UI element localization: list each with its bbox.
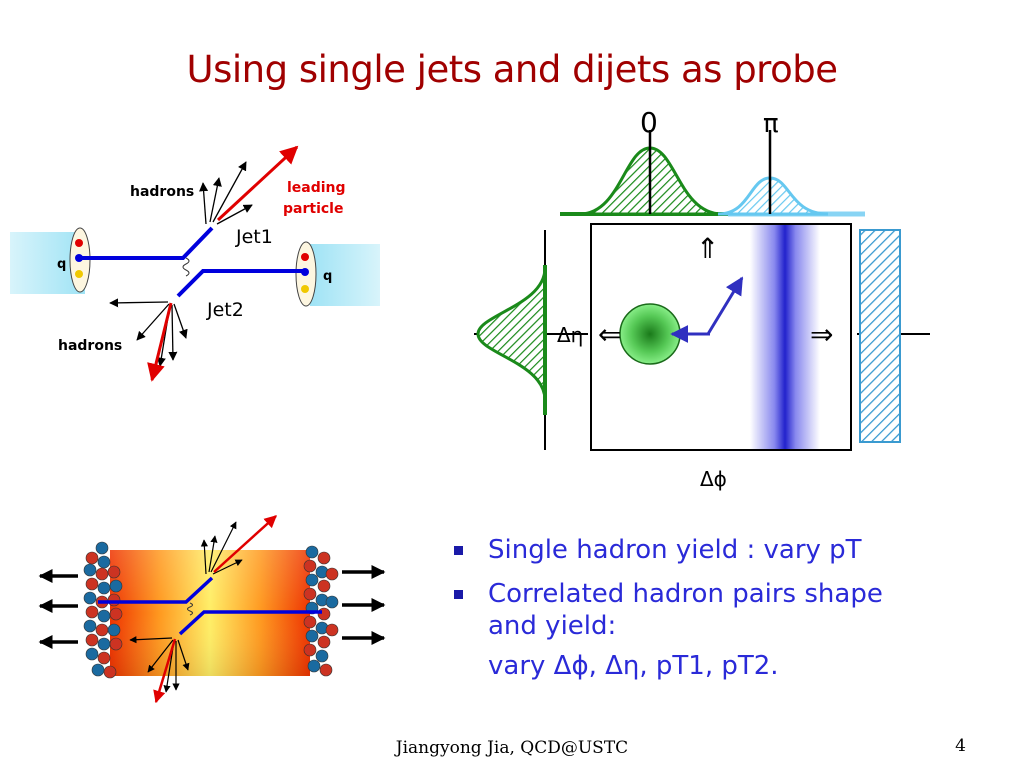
bullet-item-2: Correlated hadron pairs shape and yield: xyxy=(450,578,970,642)
away-projection xyxy=(859,229,901,443)
slide-title: Using single jets and dijets as probe xyxy=(186,48,838,91)
bullet-item-2-line3: vary Δϕ, Δη, pT1, pT2. xyxy=(488,651,779,681)
label-zero: 0 xyxy=(640,106,658,139)
nucleus-left xyxy=(83,541,123,679)
up-arrow-label: ⇑ xyxy=(696,232,719,265)
label-pi: π xyxy=(763,109,779,139)
dijet-diagram: q q hadrons leading particle Jet1 Jet2 h… xyxy=(10,145,380,382)
medium-diagram xyxy=(38,515,386,704)
q-left-label: q xyxy=(57,257,66,272)
square-bullet-icon xyxy=(454,590,463,599)
gluon-squiggle xyxy=(182,257,190,277)
footer-author: Jiangyong Jia, QCD@USTC xyxy=(395,738,629,758)
left-arrow-label: ⇐ xyxy=(598,318,621,351)
right-arrow-label: ⇒ xyxy=(810,318,833,351)
medium-jet1-line xyxy=(98,576,214,604)
nucleus-right xyxy=(303,545,339,677)
dphi-label: Δϕ xyxy=(700,467,727,491)
jet1-line xyxy=(80,226,214,260)
leading-label-1: leading xyxy=(287,180,346,196)
square-bullet-icon xyxy=(454,546,463,555)
deta-label: Δη xyxy=(557,323,583,347)
correlation-diagram: 0 π ⇑ ⇐ ⇒ Δη Δϕ xyxy=(474,106,930,491)
associated-arrow xyxy=(706,276,744,335)
hadrons-bottom-label: hadrons xyxy=(58,338,122,354)
bullet-item-1-text: Single hadron yield : vary pT xyxy=(488,535,862,565)
q-right-label: q xyxy=(323,269,332,284)
bullet-item-2-line2: and yield: xyxy=(488,611,617,641)
jet1-label: Jet1 xyxy=(235,226,273,248)
near-side-blob xyxy=(619,303,681,365)
leading-label-2: particle xyxy=(283,201,343,217)
deta-projection-peak xyxy=(476,267,547,401)
away-side-ridge xyxy=(750,225,820,449)
jet2-label: Jet2 xyxy=(206,299,244,321)
bullet-list: Single hadron yield : vary pT Correlated… xyxy=(450,534,970,682)
away-side-peak xyxy=(717,176,829,216)
bullet-item-1: Single hadron yield : vary pT xyxy=(450,534,970,566)
hadrons-top-label: hadrons xyxy=(130,184,194,200)
bullet-item-2-line1: Correlated hadron pairs shape xyxy=(488,579,883,609)
medium-jet2-line xyxy=(178,610,322,636)
page-number: 4 xyxy=(955,736,966,756)
beam-right xyxy=(310,244,380,306)
jet2-line xyxy=(176,269,305,298)
leading-particle-arrow xyxy=(216,145,299,222)
